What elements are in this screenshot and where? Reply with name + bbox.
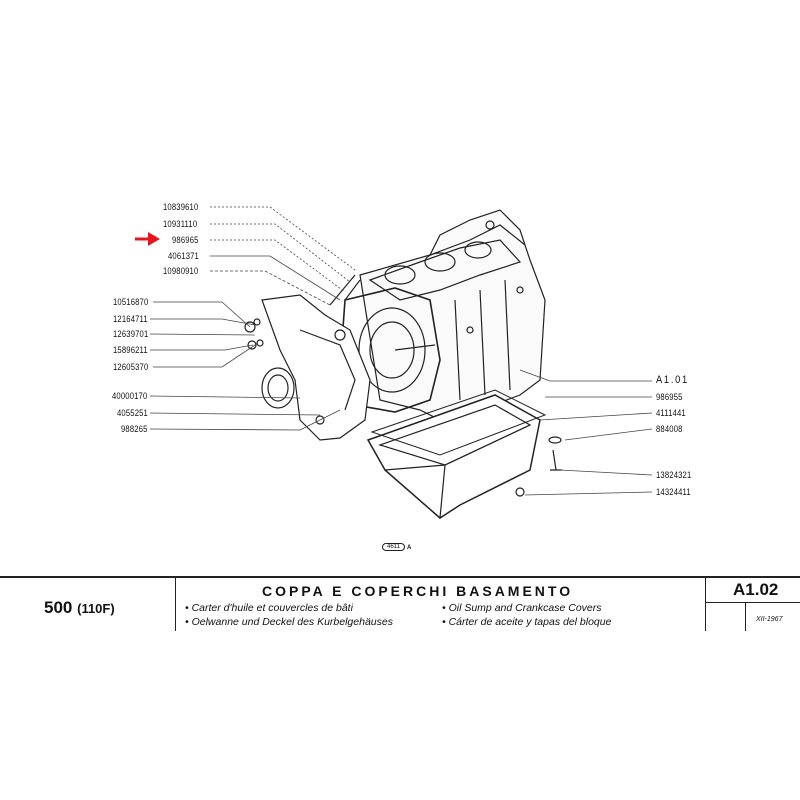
leader-lines <box>149 206 653 496</box>
subtitle-de: • Oelwanne und Deckel des Kurbelgehäuses <box>185 616 393 628</box>
section-title: COPPA E COPERCHI BASAMENTO <box>262 583 574 599</box>
subtitle-es: • Cárter de aceite y tapas del bloque <box>442 616 612 628</box>
part-number[interactable]: 884008 <box>656 424 683 434</box>
part-number[interactable]: 4055251 <box>117 408 148 418</box>
figure-id: 4611 <box>382 543 405 551</box>
part-number[interactable]: 988265 <box>121 424 148 434</box>
footer-divider <box>705 577 706 631</box>
subtitle-en: • Oil Sump and Crankcase Covers <box>442 602 602 614</box>
footer-divider <box>175 577 176 631</box>
part-number[interactable]: 4061371 <box>168 251 199 261</box>
publication-date: XII-1967 <box>756 616 783 623</box>
part-number-highlighted[interactable]: 986965 <box>172 235 199 245</box>
part-number[interactable]: 10980910 <box>163 266 199 276</box>
crankcase-drawing <box>244 209 562 519</box>
part-number[interactable]: 10839610 <box>163 202 199 212</box>
model-variant: (110F) <box>77 601 115 616</box>
figure-suffix: A <box>407 545 412 551</box>
model-name: 500 (110F) <box>44 598 115 618</box>
part-number[interactable]: 4111441 <box>656 408 686 418</box>
part-number[interactable]: 15896211 <box>113 345 148 355</box>
footer-divider <box>705 602 800 603</box>
reference-label[interactable]: A1.01 <box>656 374 689 386</box>
model-number: 500 <box>44 598 73 617</box>
part-number[interactable]: 13824321 <box>656 470 692 480</box>
part-number[interactable]: 10516870 <box>113 297 149 307</box>
subtitle-fr: • Carter d'huile et couvercles de bâti <box>185 602 353 614</box>
part-number[interactable]: 14324411 <box>656 487 691 497</box>
footer-divider <box>0 576 800 578</box>
footer-divider <box>745 603 746 631</box>
highlight-arrow-icon <box>135 232 160 246</box>
part-number[interactable]: 12605370 <box>113 362 149 372</box>
part-number[interactable]: 12164711 <box>113 314 148 324</box>
part-number[interactable]: 40000170 <box>112 391 148 401</box>
part-number[interactable]: 986955 <box>656 392 683 402</box>
section-code: A1.02 <box>733 580 779 599</box>
part-number[interactable]: 12639701 <box>113 329 149 339</box>
part-number[interactable]: 10931110 <box>163 219 198 229</box>
